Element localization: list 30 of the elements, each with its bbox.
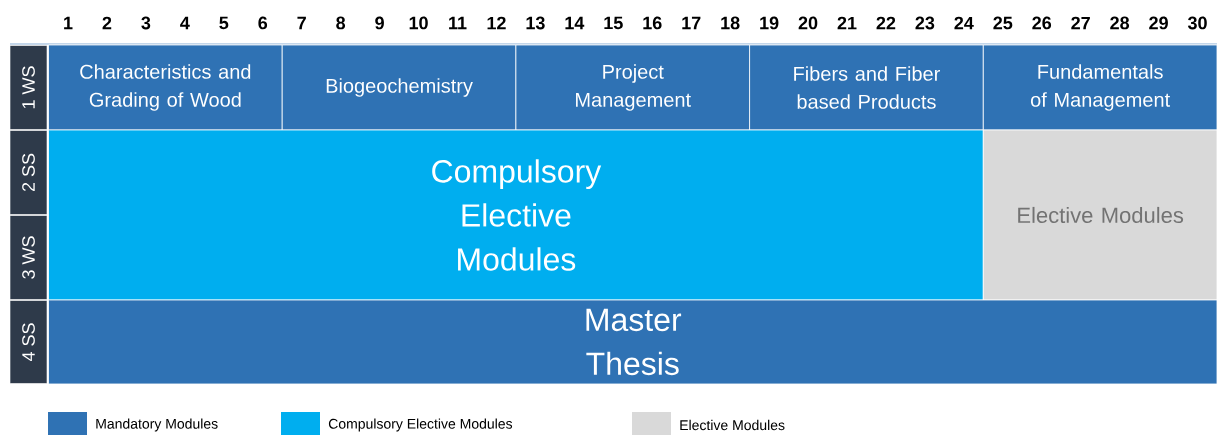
column-number: 26 <box>1032 16 1052 30</box>
column-number: 24 <box>954 16 974 30</box>
column-number: 13 <box>526 16 545 30</box>
module-box: Project Management <box>515 44 750 131</box>
semester-label: 4 SS <box>9 300 48 384</box>
column-number: 23 <box>915 16 935 30</box>
column-number: 20 <box>798 16 818 30</box>
legend-label: Compulsory Elective Modules <box>328 418 513 432</box>
semester-label: 3 WS <box>9 215 48 300</box>
module-box: Elective Modules <box>982 129 1218 301</box>
module-box: Fibers and Fiber based Products <box>749 44 984 131</box>
column-number: 18 <box>721 16 740 30</box>
legend-label: Mandatory Modules <box>96 418 218 432</box>
column-number: 7 <box>297 16 306 30</box>
column-number: 12 <box>487 16 506 30</box>
column-number: 1 <box>64 16 73 30</box>
column-number: 19 <box>760 16 779 30</box>
semester-label: 2 SS <box>9 130 48 215</box>
semester-label: 1 WS <box>9 45 48 130</box>
module-box: Master Thesis <box>48 299 1218 385</box>
column-number: 6 <box>258 16 268 30</box>
module-box: Fundamentals of Management <box>982 44 1218 131</box>
legend-label: Elective Modules <box>680 419 785 431</box>
column-number: 11 <box>449 16 467 30</box>
column-number: 25 <box>993 16 1013 30</box>
module-box: Compulsory Elective Modules <box>48 129 984 301</box>
module-box: Characteristics and Grading of Wood <box>48 44 283 131</box>
column-number: 14 <box>565 16 585 30</box>
column-number: 17 <box>682 16 701 30</box>
module-box: Biogeochemistry <box>281 44 517 131</box>
